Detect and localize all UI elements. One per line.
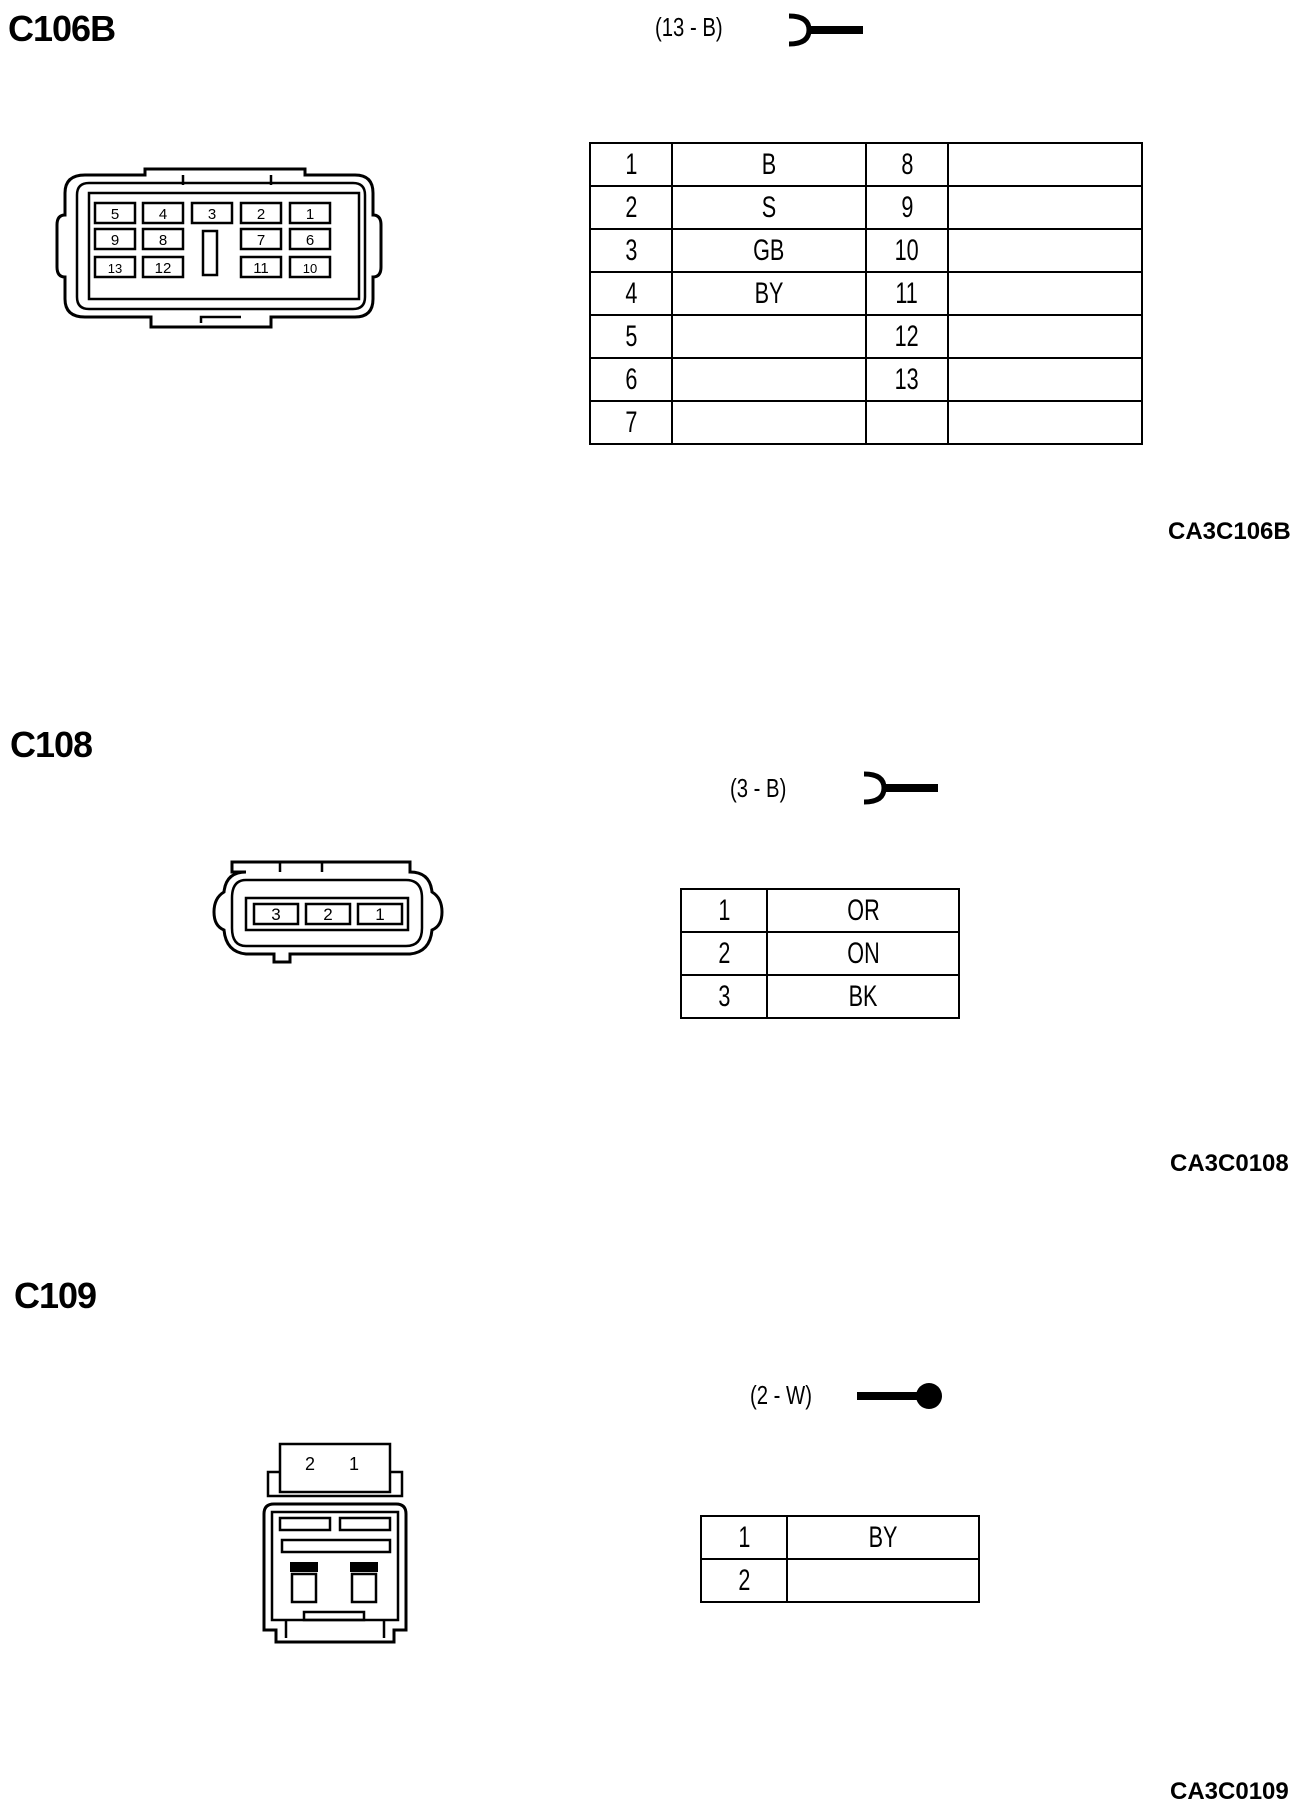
pin-number: 2 <box>700 1558 788 1603</box>
connector-face-c109: 2 1 <box>262 1442 408 1644</box>
cavity-label: 1 <box>375 905 384 924</box>
table-row: 7 <box>589 400 1143 445</box>
cavity-label: 6 <box>306 232 314 249</box>
table-row: 2 ON <box>680 931 960 976</box>
wire-color: ON <box>766 931 960 976</box>
empty-cell <box>947 400 1143 445</box>
connector-title: C109 <box>14 1275 97 1316</box>
wire-color: BY <box>786 1515 980 1560</box>
wire-color <box>947 357 1143 402</box>
pin-number: 3 <box>680 974 768 1019</box>
table-row: 6 13 <box>589 357 1143 402</box>
wire-color <box>947 185 1143 230</box>
wire-color <box>671 400 867 445</box>
cavity-label: 7 <box>257 232 265 249</box>
diagram-code: CA3C106B <box>1168 518 1291 545</box>
cavity-label: 12 <box>155 260 172 277</box>
cavity-label: 3 <box>208 206 216 223</box>
table-row: 3 GB 10 <box>589 228 1143 273</box>
cavity-label: 2 <box>305 1454 315 1474</box>
connector-title: C106B <box>8 8 116 49</box>
cavity-label: 2 <box>257 206 265 223</box>
table-row: 1 OR <box>680 888 960 933</box>
pin-table: 1 OR 2 ON 3 BK <box>680 888 960 1019</box>
cavity-label: 3 <box>271 905 280 924</box>
male-terminal-icon <box>857 1383 942 1409</box>
female-terminal-icon <box>788 13 863 47</box>
connector-face-c106b: 5 4 3 2 1 9 8 7 6 13 12 11 10 <box>55 167 383 329</box>
connector-spec: (13 - B) <box>655 12 723 42</box>
empty-cell <box>865 400 949 445</box>
wire-color: BK <box>766 974 960 1019</box>
wire-color: GB <box>671 228 867 273</box>
connector-spec: (2 - W) <box>750 1380 812 1410</box>
pin-number: 6 <box>589 357 673 402</box>
pin-number: 5 <box>589 314 673 359</box>
cavity-label: 1 <box>349 1454 359 1474</box>
connector-spec: (3 - B) <box>730 773 787 803</box>
wire-color: S <box>671 185 867 230</box>
wire-color <box>947 271 1143 316</box>
diagram-code: CA3C0108 <box>1170 1150 1289 1177</box>
pin-number: 2 <box>589 185 673 230</box>
pin-number: 12 <box>865 314 949 359</box>
pin-number: 4 <box>589 271 673 316</box>
cavity-label: 5 <box>111 206 119 223</box>
pin-number: 10 <box>865 228 949 273</box>
pin-number: 9 <box>865 185 949 230</box>
table-row: 4 BY 11 <box>589 271 1143 316</box>
female-terminal-icon <box>863 771 938 805</box>
wire-color <box>671 314 867 359</box>
pin-number: 7 <box>589 400 673 445</box>
pin-number: 2 <box>680 931 768 976</box>
wire-color <box>947 228 1143 273</box>
table-row: 1 BY <box>700 1515 980 1560</box>
pin-number: 1 <box>680 888 768 933</box>
cavity-label: 9 <box>111 232 119 249</box>
cavity-label: 4 <box>159 206 167 223</box>
diagram-code: CA3C0109 <box>1170 1778 1289 1805</box>
wire-color <box>671 357 867 402</box>
pin-number: 8 <box>865 142 949 187</box>
connector-face-c108: 3 2 1 <box>212 860 444 964</box>
table-row: 2 <box>700 1558 980 1603</box>
wire-color <box>947 314 1143 359</box>
table-row: 5 12 <box>589 314 1143 359</box>
pin-number: 11 <box>865 271 949 316</box>
table-row: 2 S 9 <box>589 185 1143 230</box>
cavity-label: 1 <box>306 206 314 223</box>
wire-color: OR <box>766 888 960 933</box>
pin-number: 1 <box>700 1515 788 1560</box>
cavity-label: 2 <box>323 905 332 924</box>
pin-table: 1 BY 2 <box>700 1515 980 1603</box>
wire-color <box>786 1558 980 1603</box>
table-row: 3 BK <box>680 974 960 1019</box>
pin-table: 1 B 8 2 S 9 3 GB 10 4 BY 11 5 12 6 13 7 <box>589 142 1143 445</box>
table-row: 1 B 8 <box>589 142 1143 187</box>
wire-color <box>947 142 1143 187</box>
pin-number: 1 <box>589 142 673 187</box>
pin-number: 3 <box>589 228 673 273</box>
cavity-label: 11 <box>253 260 269 277</box>
wire-color: BY <box>671 271 867 316</box>
connector-title: C108 <box>10 724 93 765</box>
pin-number: 13 <box>865 357 949 402</box>
cavity-label: 8 <box>159 232 167 249</box>
cavity-label: 10 <box>303 261 317 276</box>
cavity-label: 13 <box>108 261 122 276</box>
wire-color: B <box>671 142 867 187</box>
